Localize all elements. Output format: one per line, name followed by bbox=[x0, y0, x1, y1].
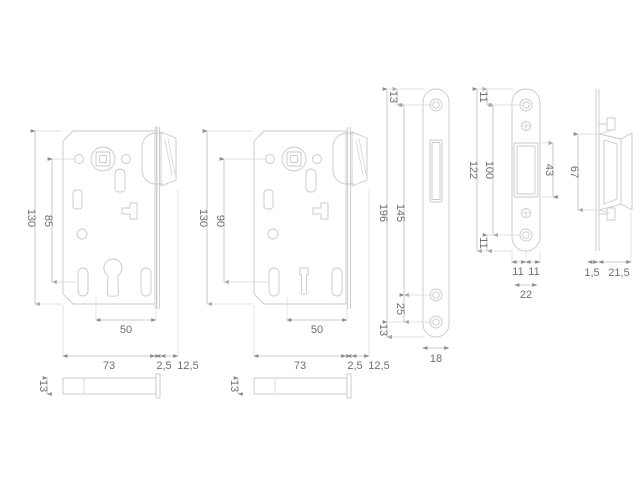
dims-strike-profile: 67 1,5 21,5 bbox=[568, 132, 632, 279]
dim-21-5: 21,5 bbox=[608, 267, 629, 279]
view-faceplate bbox=[422, 88, 450, 338]
view-lock-body-left bbox=[62, 126, 177, 309]
dim-130-left: 130 bbox=[25, 209, 37, 227]
dim-130-right: 130 bbox=[197, 209, 209, 227]
dim-13-faceplate-top: 13 bbox=[387, 91, 399, 103]
dim-11-left: 11 bbox=[512, 266, 523, 278]
view-strike-profile bbox=[595, 89, 633, 251]
dim-50-left: 50 bbox=[120, 324, 132, 336]
dims-lock-body-right: 130 90 50 73 2,5 12,5 13 bbox=[197, 129, 390, 399]
dims-strike-plate: 122 100 11 11 43 11 11 bbox=[467, 87, 558, 301]
dim-100: 100 bbox=[483, 161, 495, 179]
dim-1-5: 1,5 bbox=[584, 267, 599, 279]
dim-90: 90 bbox=[214, 215, 226, 227]
dim-18: 18 bbox=[430, 353, 442, 365]
dim-196: 196 bbox=[377, 204, 389, 222]
dim-50-right: 50 bbox=[311, 324, 323, 336]
dim-43: 43 bbox=[543, 164, 555, 176]
dim-145: 145 bbox=[394, 204, 406, 222]
dim-2-5-right: 2,5 bbox=[347, 360, 362, 372]
dim-12-5-left: 12,5 bbox=[177, 360, 198, 372]
dim-122: 122 bbox=[467, 161, 479, 179]
dim-11-strike-top: 11 bbox=[477, 91, 489, 102]
dim-13-section-right: 13 bbox=[228, 380, 240, 392]
dim-11-right: 11 bbox=[528, 266, 539, 278]
view-lock-body-right bbox=[253, 127, 368, 309]
dim-11-strike-bottom: 11 bbox=[477, 237, 489, 248]
dim-67: 67 bbox=[568, 166, 580, 178]
dim-13-section-left: 13 bbox=[37, 380, 49, 392]
dim-2-5-left: 2,5 bbox=[156, 360, 171, 372]
dim-12-5-right: 12,5 bbox=[368, 360, 389, 372]
dims-faceplate: 196 145 13 25 13 18 bbox=[377, 87, 450, 365]
view-strike-plate bbox=[511, 88, 541, 252]
dim-73-right: 73 bbox=[294, 360, 306, 372]
dims-lock-body-left: 130 85 50 73 2,5 12,5 bbox=[25, 129, 199, 399]
dim-25-faceplate: 25 bbox=[394, 303, 406, 315]
dim-22: 22 bbox=[520, 289, 532, 301]
dim-85: 85 bbox=[42, 215, 54, 227]
dim-73-left: 73 bbox=[103, 360, 115, 372]
dim-13-faceplate-bottom: 13 bbox=[377, 324, 389, 336]
